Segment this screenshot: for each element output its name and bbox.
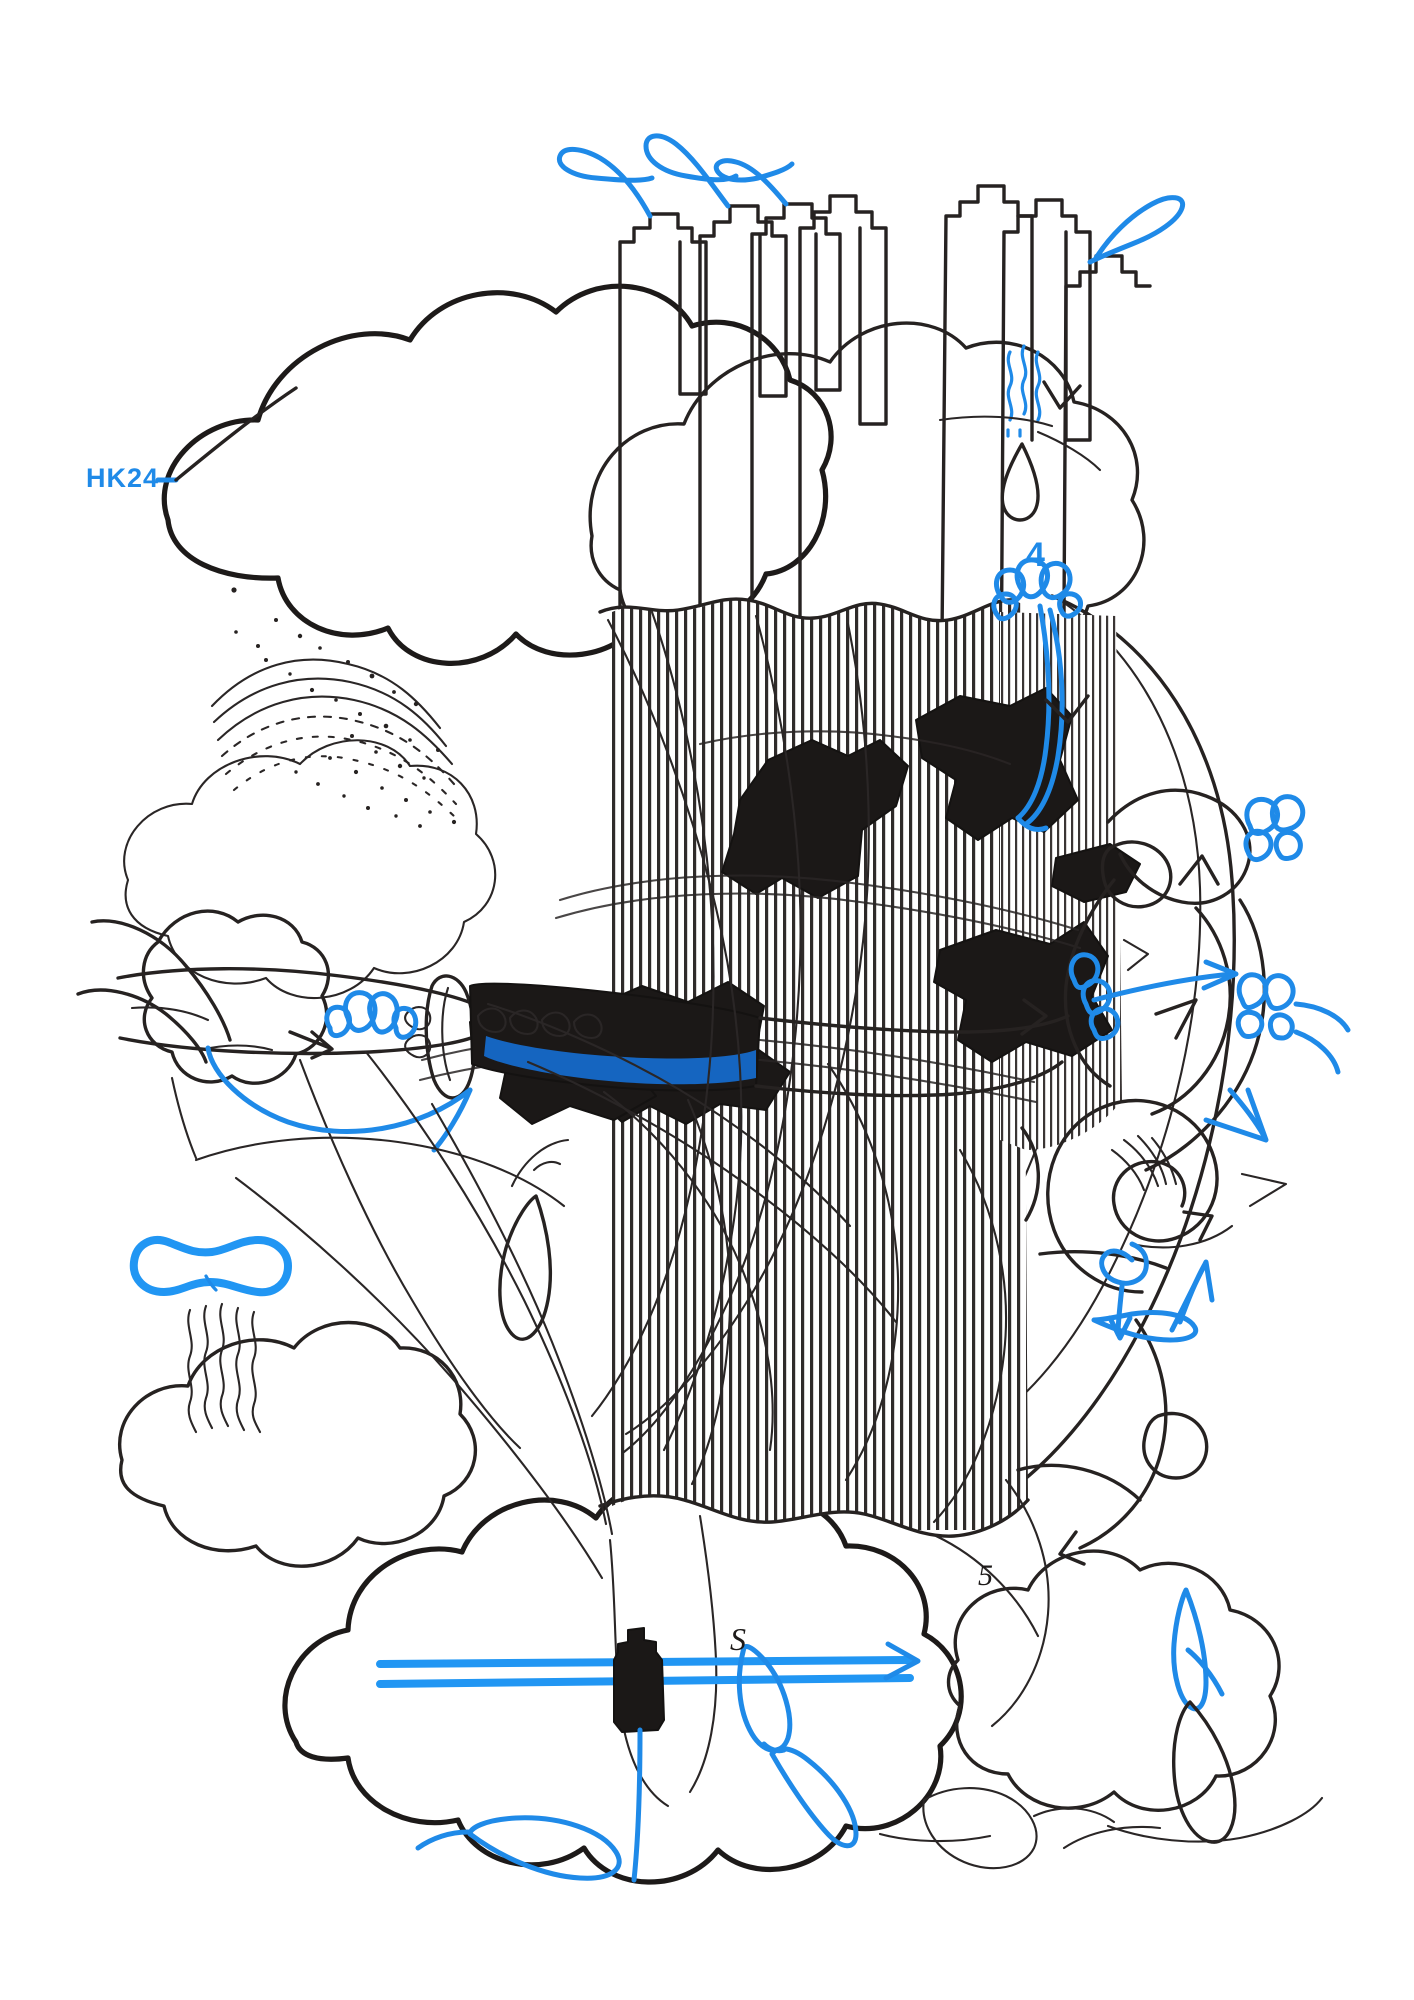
cloud-bottom-right [946,1549,1281,1812]
blue-flower-cluster-right-lower [1235,972,1351,1075]
blue-arrow-right-chevron [1203,1087,1269,1143]
steam-and-drop-top [938,344,1102,522]
long-contour-lines [194,610,1050,1728]
black-arrowheads [1020,694,1288,1208]
blue-flag-leaves [556,133,1186,265]
stipple-plume [210,587,462,828]
blue-leaves-bottom [415,1644,859,1881]
numeral-four: 4 [1026,536,1046,574]
letter-s: S [730,1621,746,1657]
blue-arrow-lower-right [1169,1259,1215,1333]
numeral-five: 5 [978,1559,993,1592]
blue-flower-cluster-top [991,557,1083,833]
blue-arrow-right-mid [1091,959,1239,1003]
leaf-outlines-black [498,1138,1324,1850]
blue-undersweep [205,1045,473,1153]
cloud-lower-left [118,1320,477,1568]
steam-lower-left [129,1236,292,1434]
label-hk24: HK24 [86,386,298,493]
black-bottle [613,1627,665,1883]
blue-leaf-shapes [1091,1310,1225,1712]
bottom-right-loops [878,1787,1116,1870]
cloud-upper-left [161,283,834,666]
hk24-text: HK24 [86,463,159,493]
jagged-outline-forms [1100,840,1209,1480]
blue-petals-on-tube [324,990,419,1040]
blue-flower-cluster-right-upper [1243,794,1306,863]
cloud-mid-left [123,739,497,999]
right-form-cluster [1016,788,1267,1566]
